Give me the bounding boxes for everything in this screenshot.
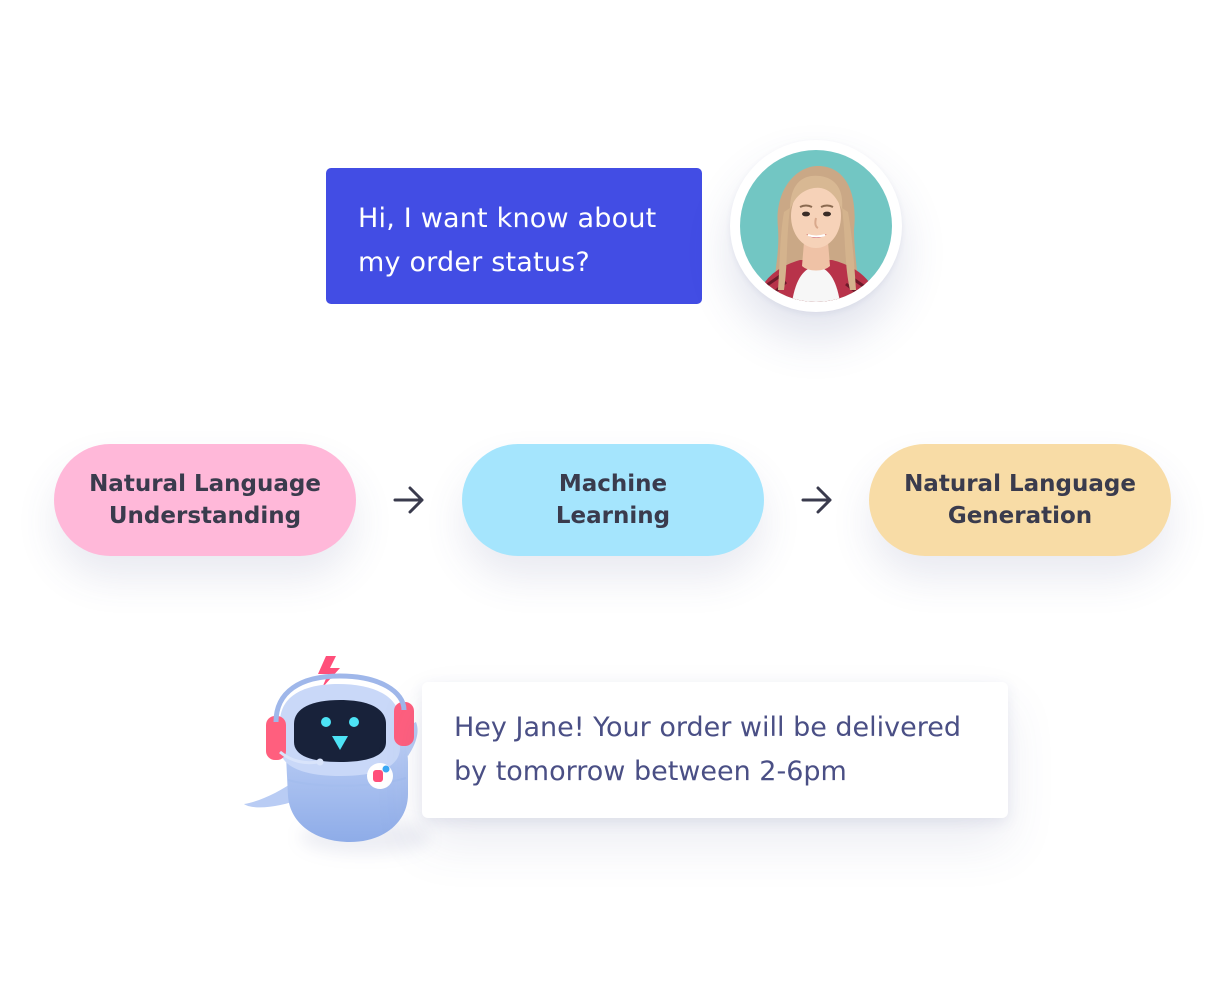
pipeline-step-nlu-line-2: Understanding [108, 503, 302, 529]
pipeline-step-ml-line-1: Machine [558, 471, 668, 497]
arrow-right-icon [801, 486, 832, 514]
user-message-line-1: Hi, I want know about [358, 203, 657, 234]
bot-message-line-1: Hey Jane! Your order will be delivered [454, 712, 962, 743]
pipeline-step-nlg-line-2: Generation [947, 503, 1093, 529]
pipeline-step-ml-line-2: Learning [555, 503, 671, 529]
user-avatar-photo [740, 150, 892, 302]
user-message-line-2: my order status? [358, 247, 590, 278]
pipeline-step-nlu: Natural Language Understanding [54, 444, 356, 556]
user-avatar [730, 140, 902, 312]
pipeline-step-nlu-line-1: Natural Language [89, 471, 321, 497]
arrow-right-icon [393, 486, 424, 514]
robot-mascot-icon [244, 656, 418, 842]
bot-message-bubble: Hey Jane! Your order will be delivered b… [422, 682, 1008, 818]
bot-message-line-2: by tomorrow between 2-6pm [454, 756, 847, 787]
pipeline-step-nlg-line-1: Natural Language [904, 471, 1136, 497]
pipeline-step-nlg: Natural Language Generation [869, 444, 1171, 556]
pipeline-step-ml: Machine Learning [462, 444, 764, 556]
user-message-bubble: Hi, I want know about my order status? [326, 168, 702, 304]
